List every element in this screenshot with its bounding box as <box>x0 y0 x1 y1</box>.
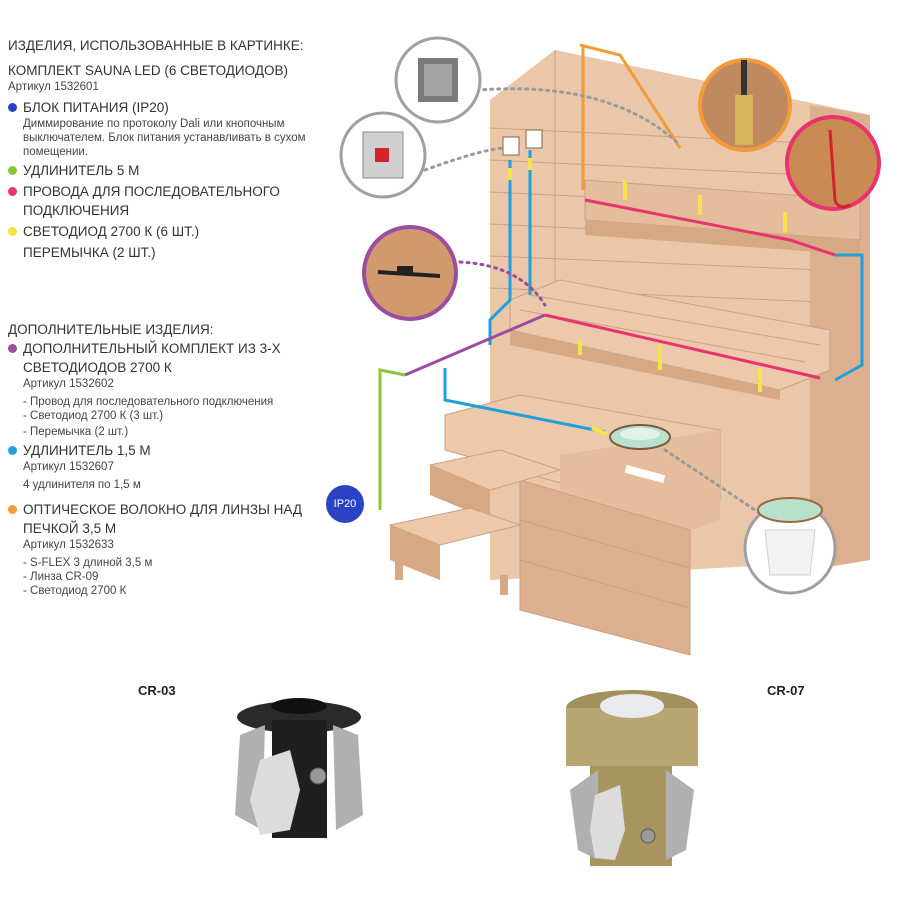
pink-dot-icon <box>8 187 17 196</box>
legend-item-ext5: УДЛИНИТЕЛЬ 5 М <box>8 161 353 180</box>
kit-article: Артикул 1532601 <box>8 81 99 93</box>
wiring <box>378 43 864 510</box>
ip20-power-badge: IP20 <box>326 485 364 523</box>
kit-title: КОМПЛЕКТ SAUNA LED (6 СВЕТОДИОДОВ) <box>8 63 288 78</box>
blue-dot-icon <box>8 103 17 112</box>
lower-platform <box>388 394 721 656</box>
used-heading: ИЗДЕЛИЯ, ИСПОЛЬЗОВАННЫЕ В КАРТИНКЕ: <box>8 38 304 53</box>
legend-extra-ext15: УДЛИНИТЕЛЬ 1,5 М Артикул 1532607 4 удлин… <box>8 441 353 492</box>
control-panel-callout-1 <box>394 36 482 124</box>
green-dot-icon <box>8 166 17 175</box>
lightblue-dot-icon <box>8 446 17 455</box>
purple-dot-icon <box>8 344 17 353</box>
product-cr03-image <box>235 698 363 838</box>
led-markers <box>508 158 787 436</box>
legend-item-jumper: ПЕРЕМЫЧКА (2 ШТ.) <box>23 245 156 260</box>
extra-heading: ДОПОЛНИТЕЛЬНЫЕ ИЗДЕЛИЯ: <box>8 322 214 337</box>
legend-extra-fiber: ОПТИЧЕСКОЕ ВОЛОКНО ДЛЯ ЛИНЗЫ НАД ПЕЧКОЙ … <box>8 500 353 598</box>
control-panel-callout-2 <box>339 111 427 199</box>
cr03-caption: CR-03 <box>138 683 176 698</box>
wire-callout <box>785 115 881 211</box>
legend: ИЗДЕЛИЯ, ИСПОЛЬЗОВАННЫЕ В КАРТИНКЕ: КОМП… <box>8 36 353 600</box>
product-cr07-image <box>566 690 698 866</box>
legend-extra-kit3: ДОПОЛНИТЕЛЬНЫЙ КОМПЛЕКТ ИЗ 3-Х СВЕТОДИОД… <box>8 339 353 439</box>
fiber-callout <box>698 58 792 152</box>
upper-bench <box>584 179 861 255</box>
connector-callout <box>362 225 458 321</box>
legend-item-power: БЛОК ПИТАНИЯ (IP20) Диммирование по прот… <box>8 98 353 159</box>
orange-dot-icon <box>8 505 17 514</box>
lens-cr09 <box>609 424 671 450</box>
legend-item-wires: ПРОВОДА ДЛЯ ПОСЛЕДОВАТЕЛЬНОГО ПОДКЛЮЧЕНИ… <box>8 182 353 220</box>
cr07-caption: CR-07 <box>767 683 805 698</box>
wall-control-panels <box>502 129 543 156</box>
bucket-callout <box>743 497 837 595</box>
legend-item-led: СВЕТОДИОД 2700 К (6 ШТ.) <box>8 222 353 241</box>
yellow-dot-icon <box>8 227 17 236</box>
